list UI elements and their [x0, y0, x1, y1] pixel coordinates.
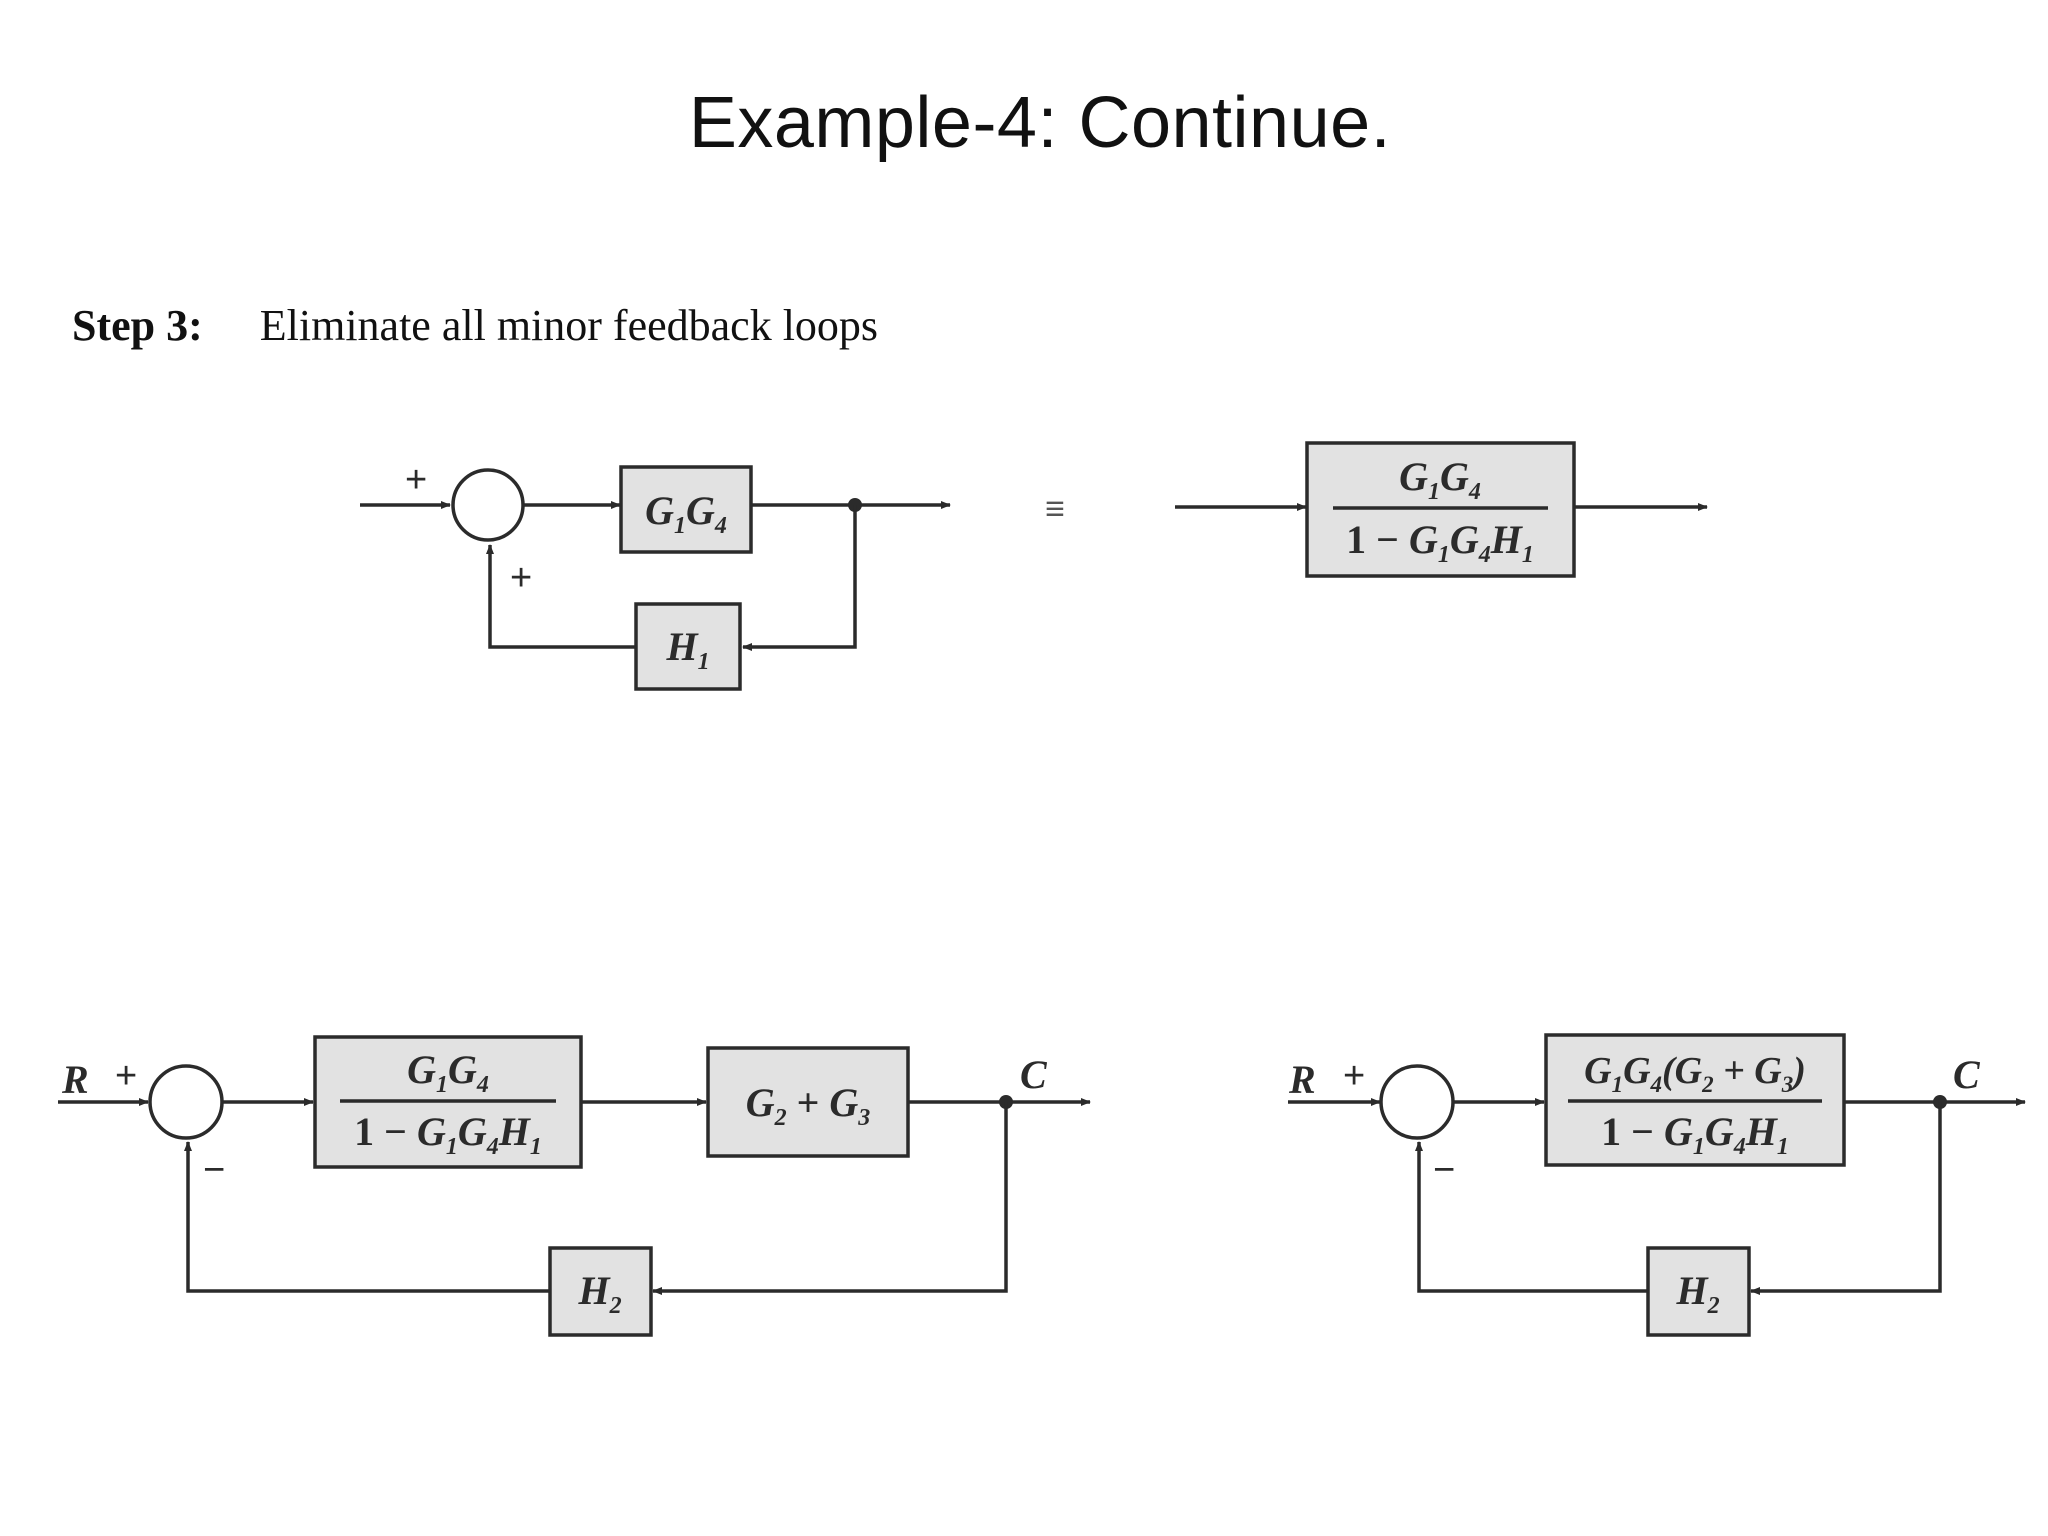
slide-title: Example-4: Continue. — [688, 83, 1392, 163]
block-h2-label: H2 — [1675, 1268, 1719, 1319]
step-heading: Step 3: Eliminate all minor feedback loo… — [72, 300, 878, 351]
fraction-denominator: 1 − G1G4H1 — [1346, 517, 1534, 568]
block-g2-plus-g3 — [706, 1046, 910, 1158]
block-g1g4-label: G1G4 — [645, 488, 727, 539]
output-label-c: C — [1953, 1052, 1981, 1097]
step-label: Step 3: — [72, 301, 203, 350]
sign-input-plus: + — [1343, 1055, 1365, 1097]
input-label-r: R — [1288, 1057, 1316, 1102]
step-description: Eliminate all minor feedback loops — [259, 301, 879, 350]
fraction-numerator: G1G4 — [407, 1047, 489, 1098]
block-h1-label: H1 — [665, 624, 709, 675]
sign-input-plus: + — [115, 1055, 137, 1097]
summing-junction — [451, 468, 525, 542]
equivalence-symbol: ≡ — [1045, 490, 1065, 528]
block-g2-plus-g3-label: G2 + G3 — [746, 1080, 871, 1131]
summing-junction — [148, 1064, 224, 1140]
sign-feedback-plus: + — [510, 557, 532, 599]
input-label-r: R — [61, 1057, 89, 1102]
fraction-numerator: G1G4 — [1399, 454, 1481, 505]
fraction-numerator: G1G4(G2 + G3) — [1584, 1050, 1806, 1097]
summing-junction — [1379, 1064, 1455, 1140]
sign-feedback-minus: − — [203, 1149, 225, 1191]
fraction-denominator: 1 − G1G4H1 — [354, 1109, 542, 1160]
diagram-final-loop: R + G1G4(G2 + G3) 1 − G1G4H1 C H2 − — [1288, 1033, 2026, 1337]
diagram-minor-loop: G1G4 H1 + + — [360, 459, 951, 691]
output-label-c: C — [1020, 1052, 1048, 1097]
block-g1g4 — [619, 465, 753, 554]
block-h2-label: H2 — [577, 1268, 621, 1319]
sign-feedback-minus: − — [1433, 1149, 1455, 1191]
diagram-reduced-loop: R + G1G4 1 − G1G4H1 G2 + G3 C H2 − — [58, 1035, 1091, 1337]
diagram-equivalent-block: G1G4 1 − G1G4H1 — [1175, 441, 1708, 578]
fraction-denominator: 1 − G1G4H1 — [1601, 1109, 1789, 1160]
sign-input-plus: + — [405, 459, 427, 501]
